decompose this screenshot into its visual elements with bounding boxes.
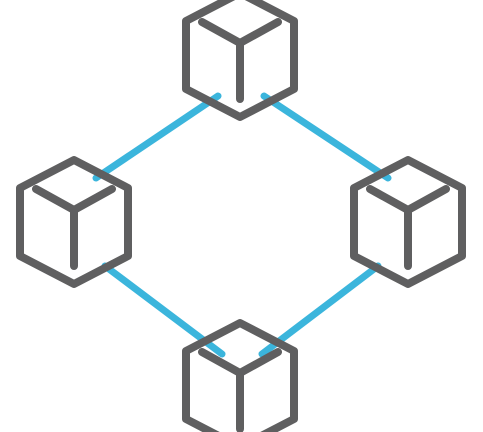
cube-icon (182, 0, 298, 121)
link-top-right (260, 92, 392, 182)
cube-inner-edges (198, 348, 282, 432)
link-right-bottom (258, 262, 382, 358)
cube-inner-edges (32, 185, 116, 270)
cube-outline (16, 156, 132, 288)
link-top-left (92, 92, 222, 182)
cube-outline (350, 156, 466, 288)
cube-outline (182, 0, 298, 121)
cube-icon (350, 156, 466, 288)
cube-icon (16, 156, 132, 288)
cube-nodes (16, 0, 466, 432)
cube-inner-edges (198, 18, 282, 103)
cube-inner-edges (366, 185, 450, 270)
connection-links (92, 92, 392, 358)
cube-outline (182, 319, 298, 432)
cube-icon (182, 319, 298, 432)
